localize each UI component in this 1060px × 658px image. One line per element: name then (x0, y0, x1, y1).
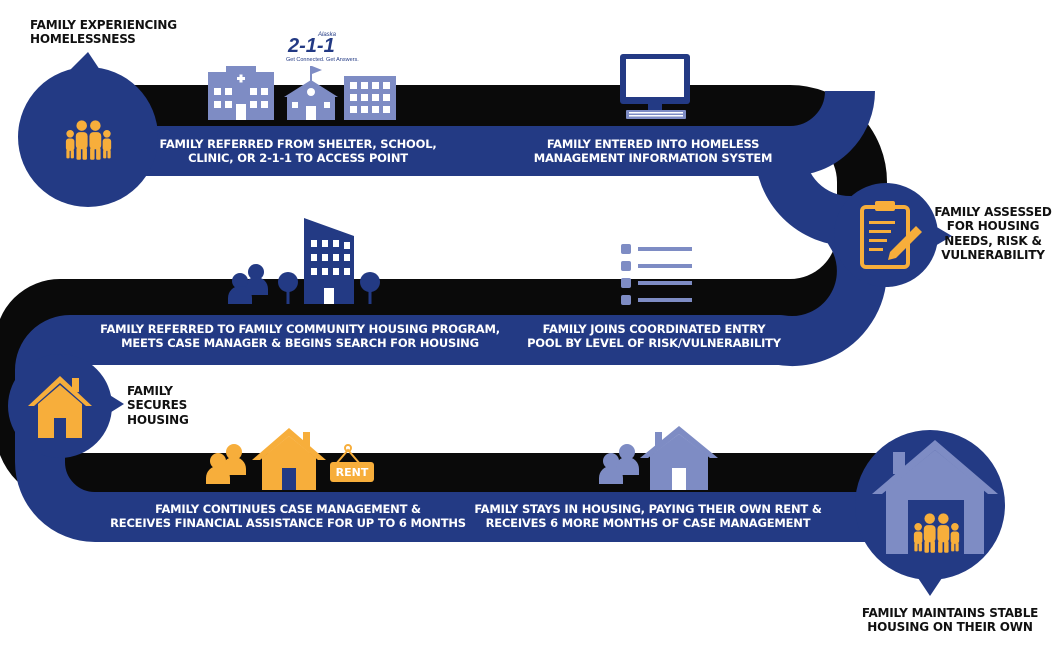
house-with-family-icon (872, 440, 998, 554)
assessed-circle (834, 183, 952, 287)
label-program: FAMILY REFERRED TO FAMILY COMMUNITY HOUS… (100, 322, 500, 350)
hospital-icon (208, 66, 274, 120)
checklist-icon (621, 244, 692, 305)
rent-sign-icon: RENT (330, 444, 374, 482)
house-icon (640, 426, 718, 490)
house-icon (252, 428, 326, 490)
logo-211-top: Alaska (317, 32, 337, 38)
road (15, 89, 920, 542)
label-secures: FAMILY SECURES HOUSING (127, 384, 189, 427)
house-icon (28, 376, 92, 438)
label-referred: FAMILY REFERRED FROM SHELTER, SCHOOL, CL… (159, 137, 437, 165)
label-hmis: FAMILY ENTERED INTO HOMELESS MANAGEMENT … (533, 137, 773, 165)
label-stays: FAMILY STAYS IN HOUSING, PAYING THEIR OW… (474, 502, 822, 530)
apartment-building-icon (304, 218, 354, 304)
label-maintains: FAMILY MAINTAINS STABLE HOUSING ON THEIR… (861, 606, 1039, 635)
school-icon (284, 66, 338, 120)
rent-sign-text: RENT (336, 466, 369, 479)
label-experiencing: FAMILY EXPERIENCING HOMELESSNESS (30, 18, 177, 47)
tree-icon (278, 272, 298, 304)
computer-monitor-icon (620, 54, 690, 119)
clipboard-icon (860, 201, 922, 269)
logo-211-tagline: Get Connected. Get Answers. (286, 57, 359, 63)
tree-icon (360, 272, 380, 304)
logo-211-number: 2-1-1 (287, 35, 335, 57)
label-pool: FAMILY JOINS COORDINATED ENTRY POOL BY L… (527, 322, 781, 350)
label-assessed: FAMILY ASSESSED FOR HOUSING NEEDS, RISK … (934, 205, 1052, 263)
maintains-circle (855, 430, 1005, 596)
logo-211: Alaska 2-1-1 Get Connected. Get Answers. (286, 32, 359, 63)
start-circle (18, 52, 158, 207)
secures-circle (8, 354, 124, 458)
office-building-icon (344, 76, 396, 120)
label-continues: FAMILY CONTINUES CASE MANAGEMENT & RECEI… (110, 502, 466, 530)
